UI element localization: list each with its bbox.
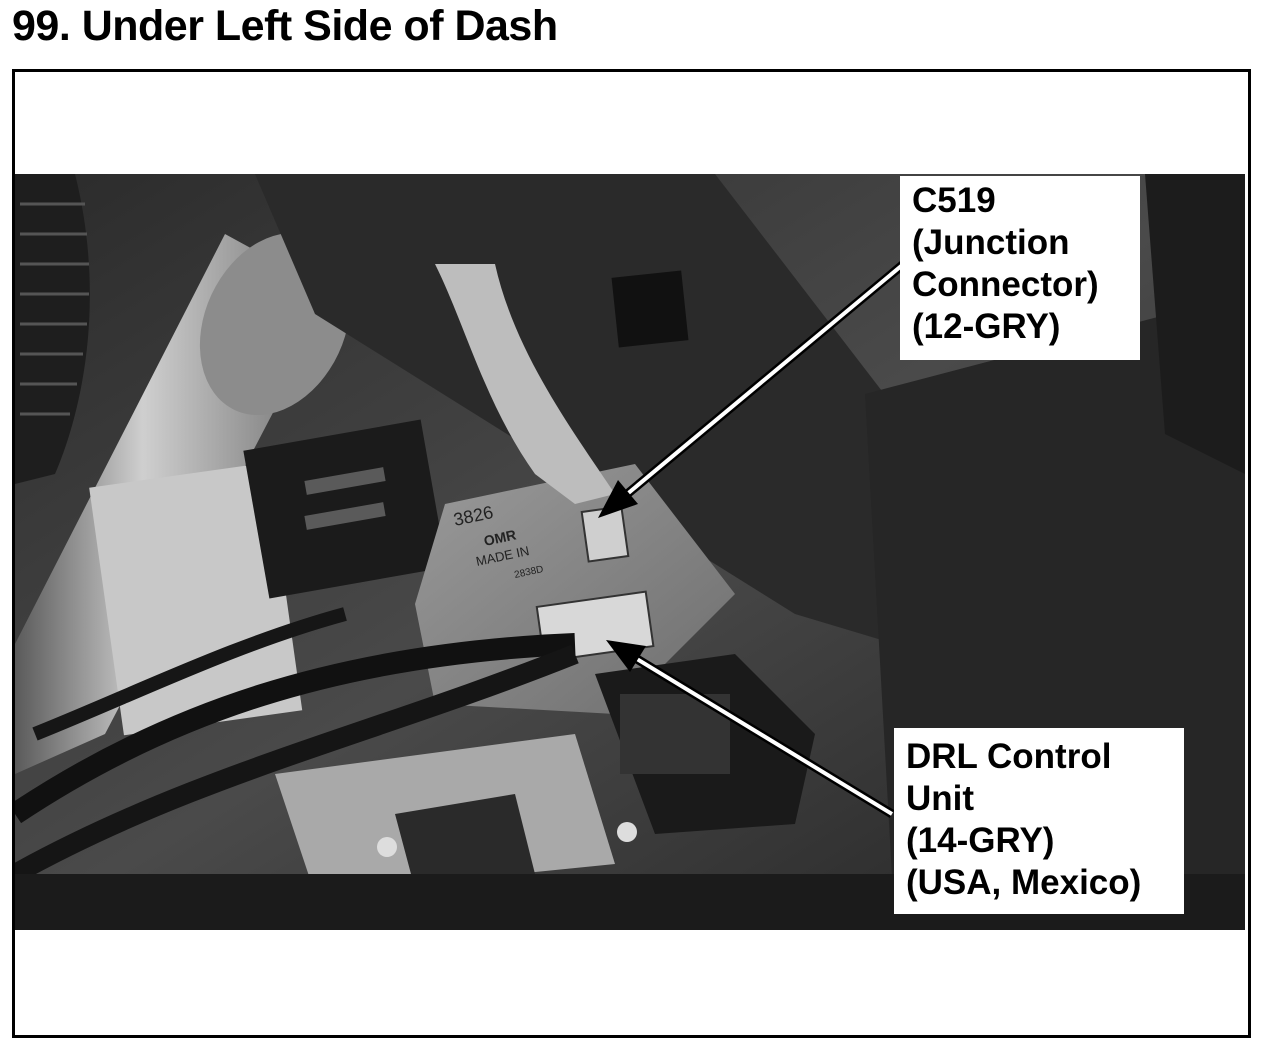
drl-line-3: (14-GRY) [906,821,1055,860]
drl-arrow [606,640,895,818]
drl-callout-label: DRL Control Unit (14-GRY) (USA, Mexico) [894,728,1184,914]
drl-line-1: DRL Control [906,737,1112,776]
drl-line-2: Unit [906,779,975,818]
c519-line-4: (12-GRY) [912,307,1061,346]
c519-line-3: Connector) [912,265,1099,304]
drl-line-4: (USA, Mexico) [906,863,1142,902]
c519-callout-label: C519 (Junction Connector) (12-GRY) [900,176,1140,360]
c519-line-1: C519 [912,181,996,220]
part-marking-2: OMR [482,526,517,548]
c519-line-2: (Junction [912,223,1070,262]
c519-arrow [598,258,909,518]
page-title: 99. Under Left Side of Dash [12,2,558,50]
